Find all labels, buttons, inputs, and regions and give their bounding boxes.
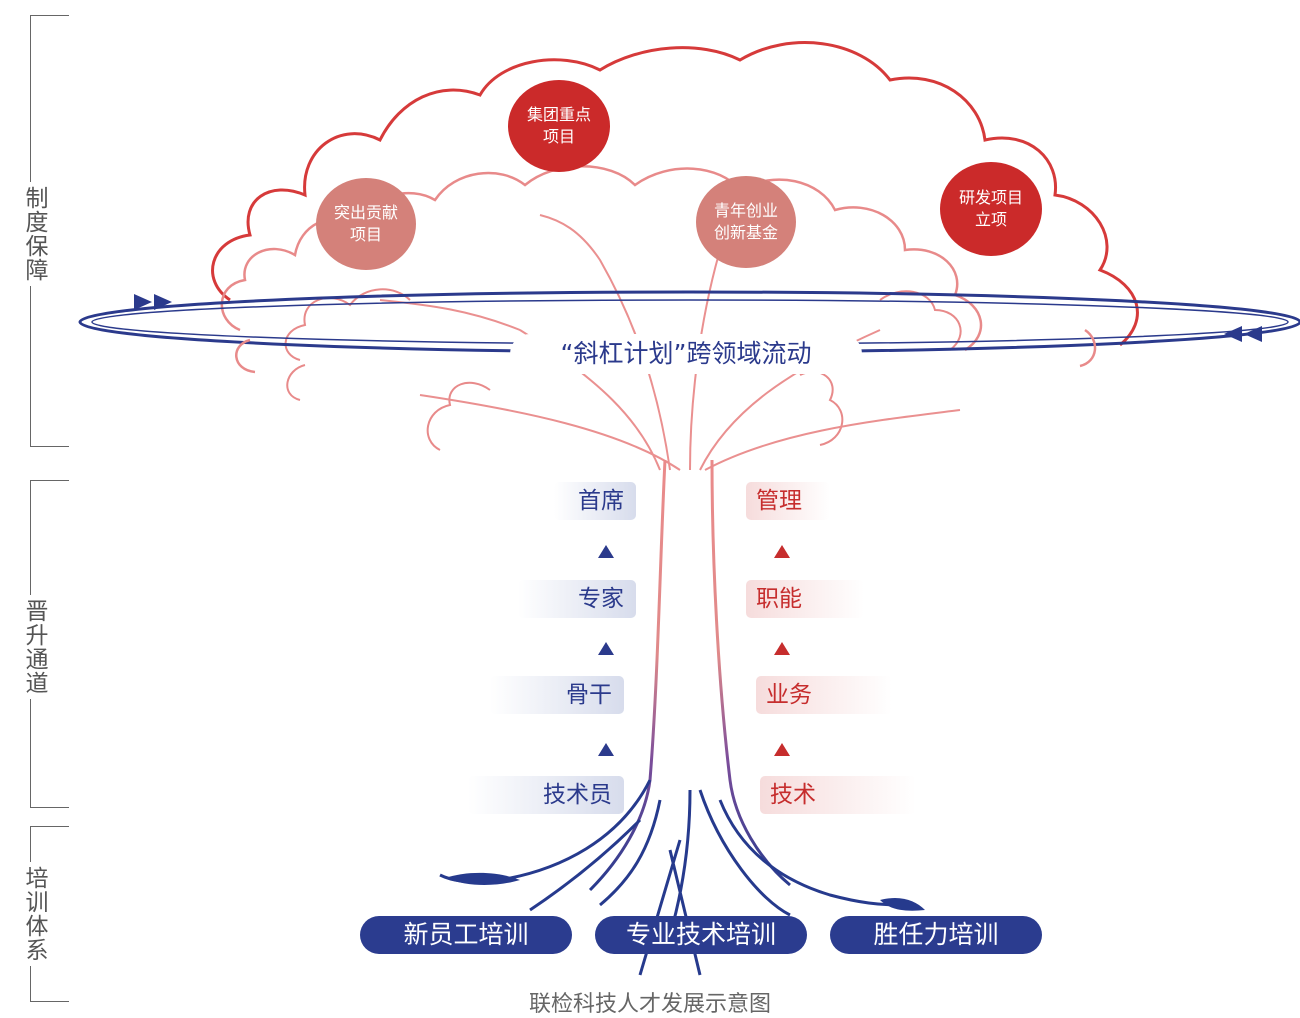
circle-label: 青年创业 创新基金 — [713, 201, 778, 242]
label-promotion: 晋升通道 — [14, 595, 47, 699]
circle-group-key-project: 集团重点 项目 — [508, 80, 610, 172]
diagram-caption: 联检科技人才发展示意图 — [528, 992, 771, 1017]
tree-trunk — [588, 459, 791, 892]
arrow-up-icon — [598, 545, 614, 558]
cross-domain-flow-label: “斜杠计划”跨领域流动 — [510, 334, 862, 374]
circle-rd-project: 研发项目 立项 — [940, 162, 1042, 256]
circle-label: 集团重点 项目 — [526, 105, 591, 146]
ladder-tech-technician: 技术员 — [468, 776, 624, 814]
double-arrow-icon — [1224, 326, 1262, 342]
arrow-up-icon — [774, 743, 790, 756]
arrow-up-icon — [774, 642, 790, 655]
ladder-tech-backbone: 骨干 — [490, 676, 624, 714]
tree-crown-outer — [211, 41, 1139, 347]
arrow-up-icon — [598, 743, 614, 756]
training-competency: 胜任力培训 — [830, 916, 1042, 954]
arrow-up-icon — [598, 642, 614, 655]
ladder-tech-chief: 首席 — [554, 482, 636, 520]
tree-roots — [439, 779, 901, 976]
circle-youth-fund: 青年创业 创新基金 — [696, 176, 796, 268]
circle-label: 研发项目 立项 — [958, 188, 1023, 229]
circle-outstanding-project: 突出贡献 项目 — [316, 178, 416, 270]
training-new-employee: 新员工培训 — [360, 916, 572, 954]
circle-label: 突出贡献 项目 — [333, 203, 398, 244]
arrow-up-icon — [774, 545, 790, 558]
double-arrow-icon — [134, 294, 172, 310]
label-training: 培训体系 — [14, 862, 47, 966]
ladder-mgmt-technical: 技术 — [760, 776, 916, 814]
training-professional-tech: 专业技术培训 — [595, 916, 807, 954]
label-system: 制度保障 — [14, 182, 47, 286]
ladder-mgmt-function: 职能 — [746, 580, 864, 618]
tree-crown-inner — [220, 165, 983, 352]
ladder-mgmt-management: 管理 — [746, 482, 830, 520]
ladder-mgmt-business: 业务 — [756, 676, 892, 714]
ladder-tech-expert: 专家 — [518, 580, 636, 618]
